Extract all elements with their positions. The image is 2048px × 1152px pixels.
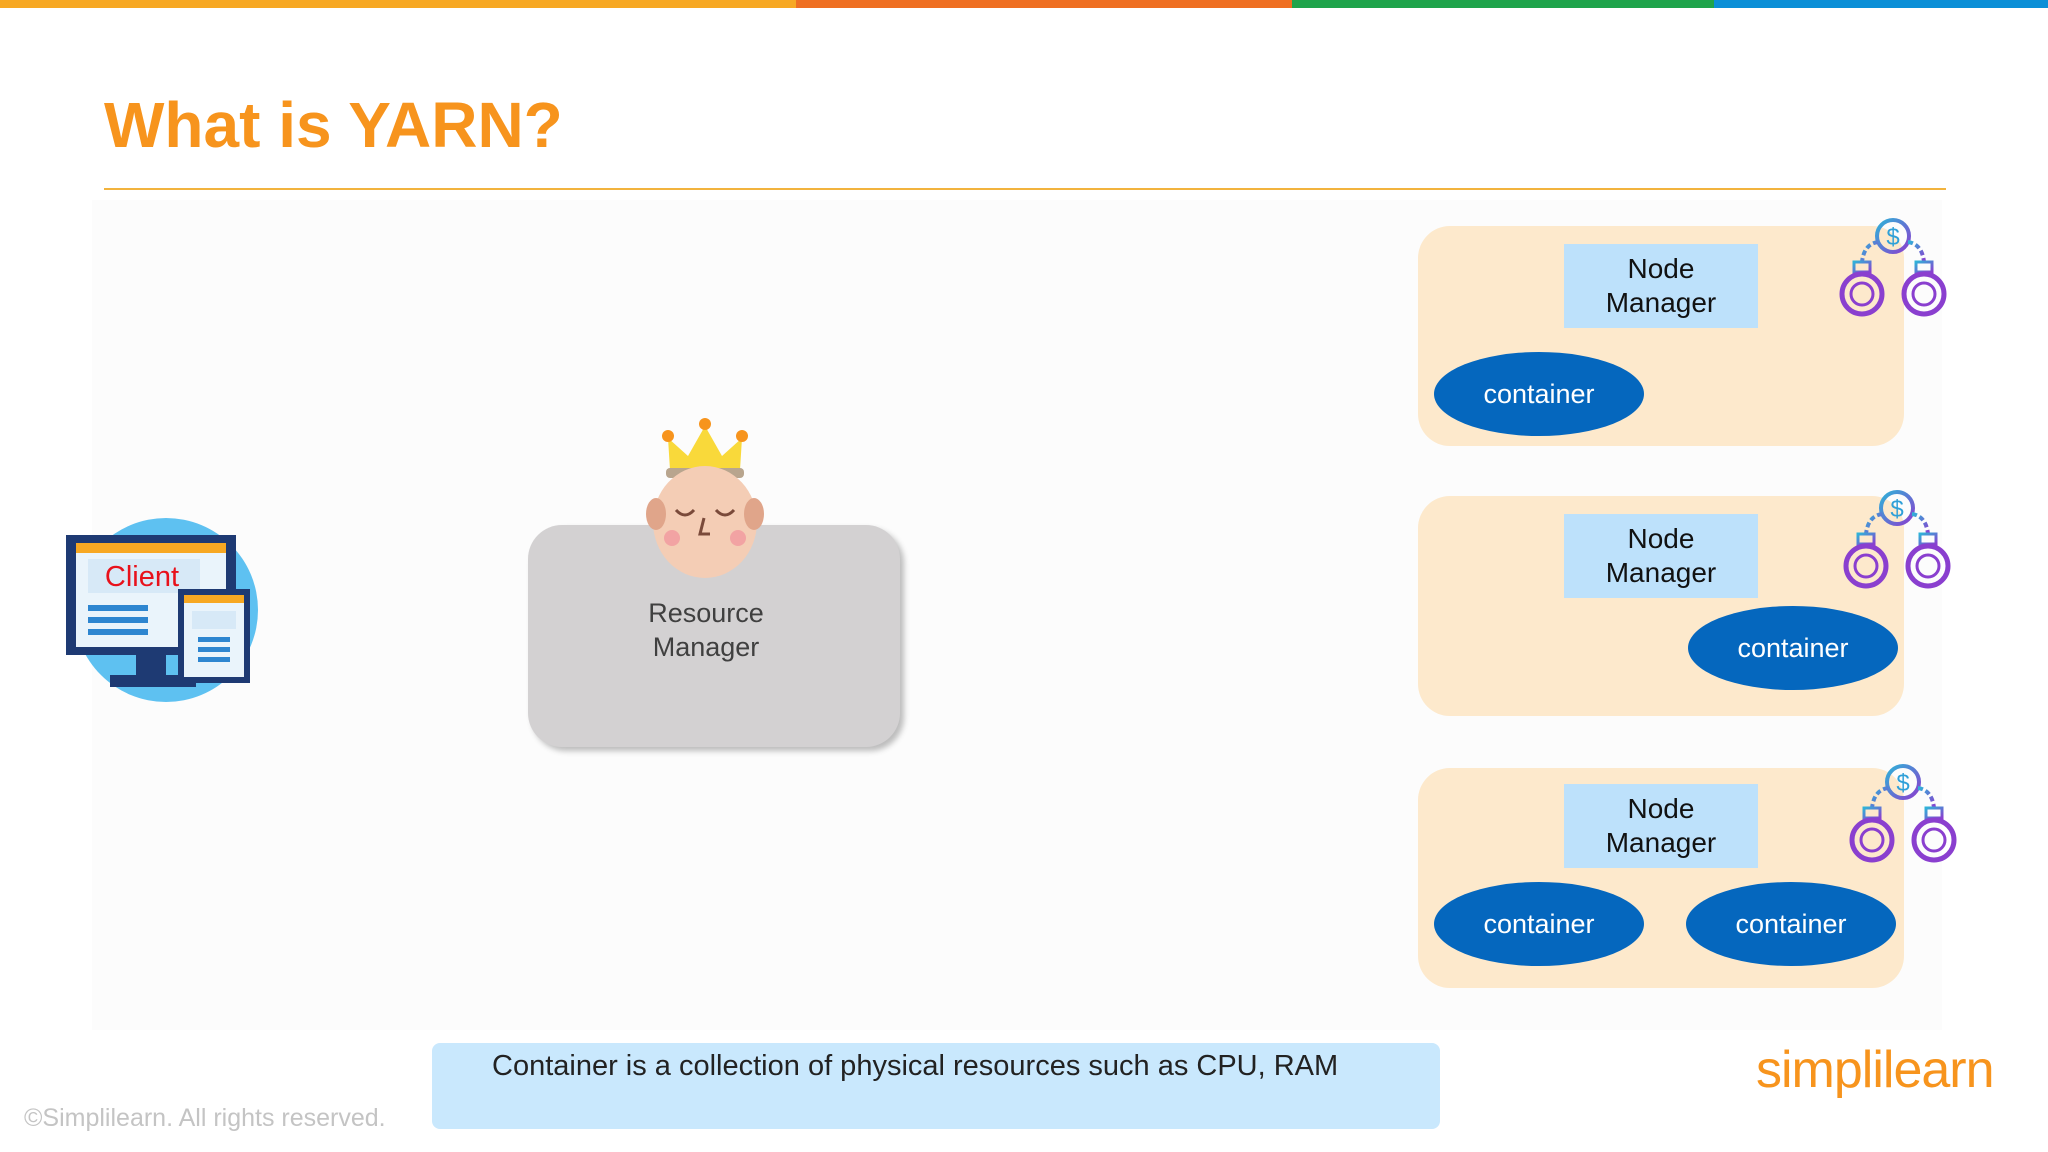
definition-note-text: Container is a collection of physical re… (492, 1050, 1339, 1082)
resource-manager-label-line1: Resource (648, 598, 764, 628)
node-manager-box: Node Manager (1564, 514, 1758, 598)
node-manager-label-line2: Manager (1605, 557, 1717, 588)
client-label: Client (105, 561, 179, 593)
svg-text:$: $ (1890, 496, 1903, 523)
node-card-1: Node Manager container (1418, 226, 1904, 446)
computer-monitor-icon: Client (66, 518, 258, 702)
stripe-segment-blue (1714, 0, 2048, 8)
stripe-segment-red (796, 0, 1292, 8)
resource-manager-label-line2: Manager (652, 632, 760, 662)
dollar-handcuffs-icon: $ (1843, 490, 1951, 589)
stripe-segment-green (1292, 0, 1714, 8)
slide-title: What is YARN? (104, 89, 563, 161)
copyright-text: ©Simplilearn. All rights reserved. (24, 1104, 386, 1132)
definition-note-box: Container is a collection of physical re… (432, 1043, 1440, 1129)
stripe-segment-orange (0, 0, 796, 8)
node-manager-box: Node Manager (1564, 784, 1758, 868)
dollar-handcuffs-icon: $ (1849, 764, 1957, 863)
node-manager-label-line2: Manager (1605, 287, 1717, 318)
node-manager-label-line2: Manager (1605, 827, 1717, 858)
node-card-3: Node Manager container container (1418, 768, 1904, 988)
node-manager-box: Node Manager (1564, 244, 1758, 328)
container-ellipse: container (1434, 352, 1644, 436)
resource-manager-label: Resource Manager (528, 596, 884, 664)
node-manager-label-line1: Node (1627, 523, 1695, 554)
dollar-handcuffs-icon: $ (1839, 218, 1947, 317)
title-divider (104, 188, 1946, 190)
logo-text: simplilearn (1756, 1041, 1995, 1099)
node-manager-label-line1: Node (1627, 253, 1695, 284)
node-card-2: Node Manager container (1418, 496, 1904, 716)
node-manager-label-line1: Node (1627, 793, 1695, 824)
simplilearn-logo: simplilearn (1756, 1040, 1996, 1110)
king-face-icon (646, 418, 764, 578)
top-color-stripe (0, 0, 2048, 8)
svg-text:$: $ (1896, 770, 1909, 797)
container-ellipse: container (1686, 882, 1896, 966)
svg-text:$: $ (1886, 224, 1899, 251)
container-ellipse: container (1434, 882, 1644, 966)
container-ellipse: container (1688, 606, 1898, 690)
